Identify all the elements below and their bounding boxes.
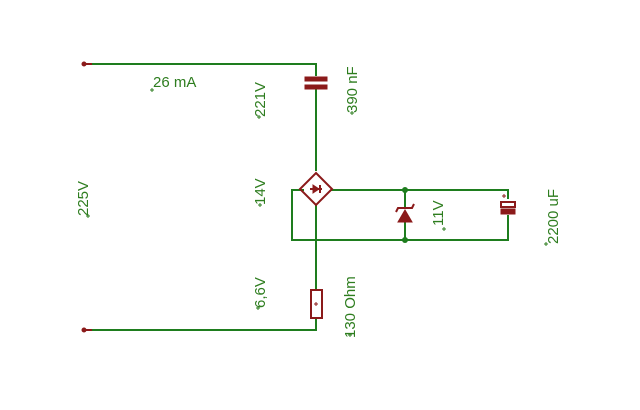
current-label: 26 mA — [153, 74, 196, 91]
resistor-value-label: 130 Ohm — [342, 276, 359, 338]
top-mains-wire — [89, 63, 317, 76]
resistor-voltage-label: 6,6V — [252, 277, 269, 308]
cap-voltage-label: 221V — [252, 82, 269, 117]
mains-terminal-top — [81, 61, 92, 67]
bridge-plus-rail — [331, 189, 509, 199]
junction-dot — [402, 187, 408, 193]
bridge-rectifier — [298, 171, 334, 207]
elko-value-label: 2200 uF — [545, 189, 562, 244]
zener-voltage-label: 11V — [430, 200, 447, 226]
bridge-left-wire — [291, 189, 306, 241]
bottom-mains-wire — [89, 317, 317, 331]
junction-dot — [402, 237, 408, 243]
bridge-voltage-label: 14V — [252, 178, 269, 205]
resistor-130-ohm — [310, 289, 323, 319]
zener-diode — [395, 203, 415, 223]
mains-voltage-label: 225V — [75, 181, 92, 216]
mains-terminal-bottom — [81, 327, 92, 333]
cap-value-label: 390 nF — [344, 66, 361, 113]
electrolytic-capacitor — [500, 194, 516, 215]
capacitor-390nf — [304, 76, 328, 90]
